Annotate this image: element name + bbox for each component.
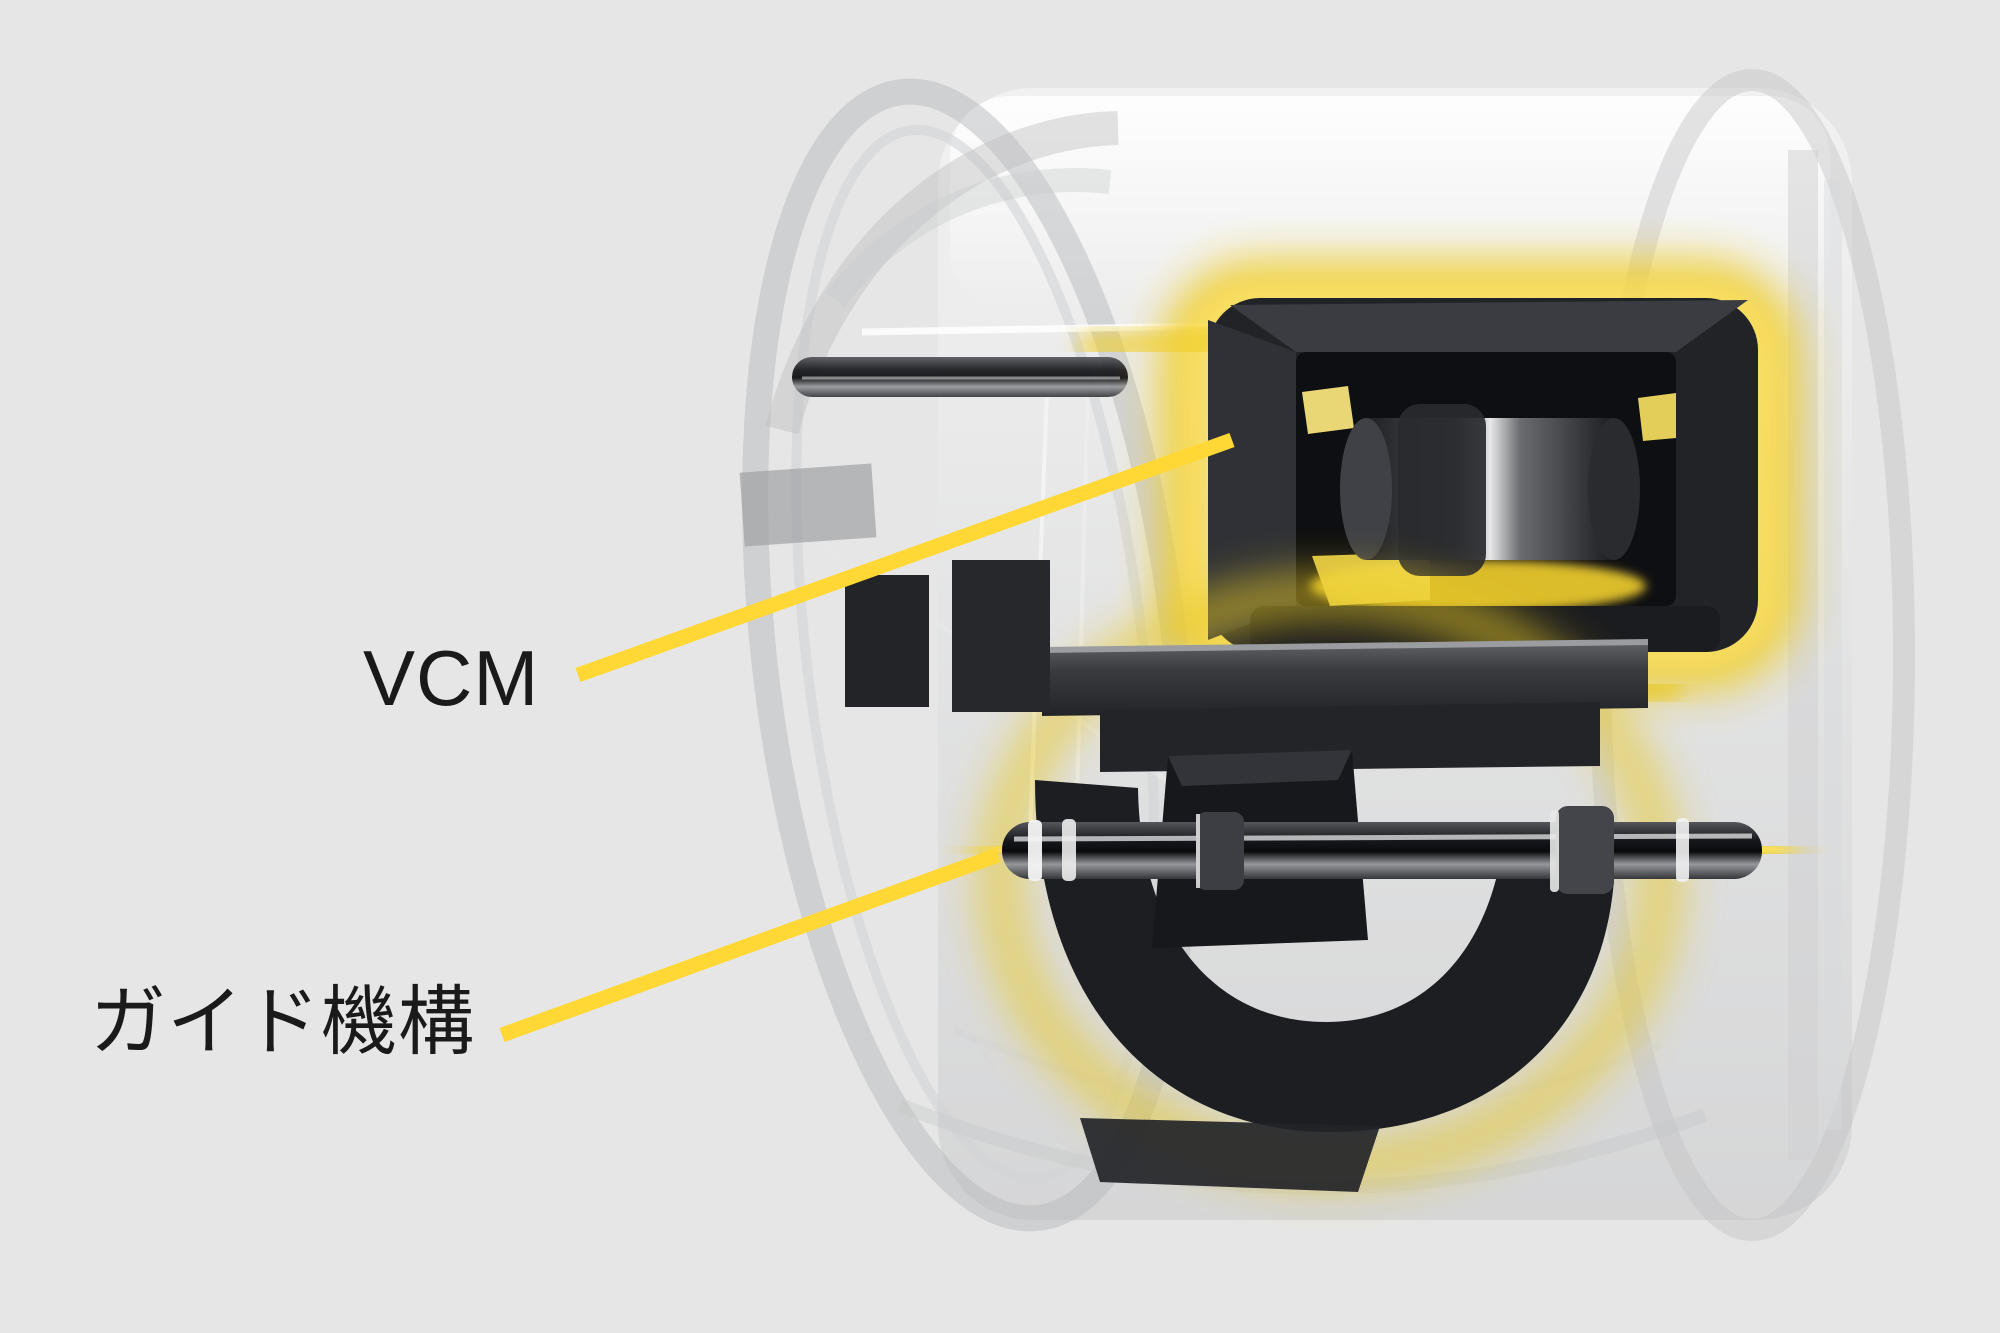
upper-guide-shaft-ghost bbox=[792, 357, 1128, 397]
vcm-label: VCM bbox=[363, 634, 540, 722]
housing-tab-ghost bbox=[739, 463, 877, 547]
guide-leader-line bbox=[499, 847, 1001, 1043]
vcm-leader-line bbox=[575, 432, 1235, 683]
guide-shaft bbox=[984, 750, 1789, 948]
lens-carrier bbox=[845, 560, 1681, 1192]
vcm-unit bbox=[1208, 298, 1758, 652]
guide-mechanism-label: ガイド機構 bbox=[90, 980, 475, 1065]
